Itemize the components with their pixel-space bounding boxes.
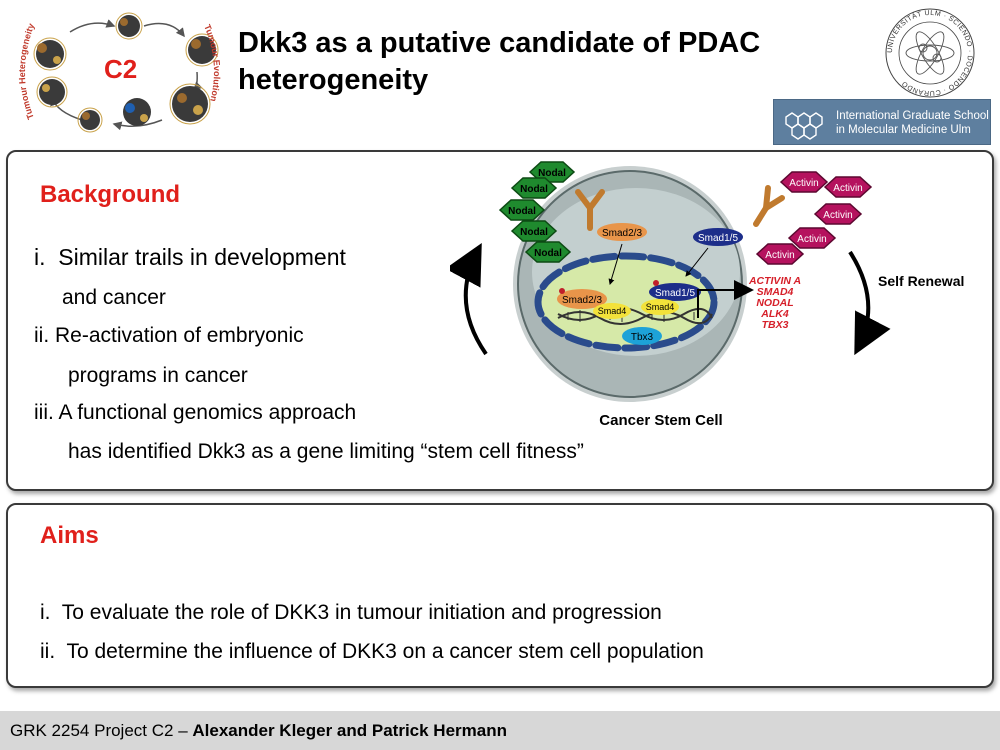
aims-panel: [6, 503, 994, 688]
background-heading: Background: [40, 181, 181, 208]
svg-text:Tumour Heterogeneity: Tumour Heterogeneity: [17, 22, 36, 121]
footer-authors: Alexander Kleger and Patrick Hermann: [192, 721, 507, 740]
cell-caption: Cancer Stem Cell: [599, 412, 722, 429]
background-item-i-cont: and cancer: [62, 286, 166, 309]
smad4-left-label: Smad4: [598, 306, 627, 316]
slide-title-line2: heterogeneity: [238, 64, 429, 96]
nodal-label: Nodal: [520, 227, 548, 238]
project-c2-logo: C2 Tumour Heterogeneity Tumour Evolution: [12, 8, 227, 136]
aims-item: i. To evaluate the role of DKK3 in tumou…: [40, 598, 662, 628]
nodal-ligands: Nodal Nodal Nodal Nodal Nodal: [498, 161, 576, 263]
aims-item: ii. To determine the influence of DKK3 o…: [40, 637, 704, 667]
aims-item-prefix: i.: [40, 601, 51, 624]
target-gene: SMAD4: [757, 286, 794, 298]
background-item-i-prefix: i.: [34, 244, 46, 270]
activin-label: Activin: [765, 250, 794, 261]
aims-heading: Aims: [40, 522, 99, 549]
activin-ligands: Activin Activin Activin Activin Activin: [755, 171, 873, 265]
smad15-nucleus-label: Smad1/5: [655, 288, 695, 299]
activin-label: Activin: [797, 234, 826, 245]
target-gene-list: ACTIVIN A SMAD4 NODAL ALK4 TBX3: [748, 275, 801, 331]
target-gene: TBX3: [762, 319, 789, 331]
activin-label: Activin: [833, 183, 862, 194]
cycle-arrow-right-icon: [848, 250, 891, 356]
slide-title: Dkk3 as a putative candidate of PDAC het…: [238, 25, 858, 99]
smad4-right-label: Smad4: [646, 302, 675, 312]
aims-item-text: To determine the influence of DKK3 on a …: [66, 640, 704, 663]
activin-label: Activin: [823, 210, 852, 221]
background-item-iii-cont: has identified Dkk3 as a gene limiting “…: [68, 440, 584, 463]
footer-text: GRK 2254 Project C2 – Alexander Kleger a…: [10, 721, 507, 741]
background-item-iii: iii. A functional genomics approach: [34, 401, 357, 424]
nodal-label: Nodal: [508, 206, 536, 217]
receptor-right-icon: [753, 185, 785, 227]
target-gene: ACTIVIN A: [748, 275, 801, 287]
background-item-ii: ii. Re-activation of embryonic: [34, 324, 304, 347]
nodal-label: Nodal: [520, 184, 548, 195]
graduate-school-line2: in Molecular Medicine Ulm: [836, 124, 971, 136]
background-item-ii-cont: programs in cancer: [68, 364, 248, 387]
cycle-arrow-left-icon: [445, 242, 488, 356]
activin-label: Activin: [789, 178, 818, 189]
target-gene: NODAL: [756, 297, 793, 309]
smad23-nucleus-label: Smad2/3: [562, 295, 602, 306]
logo-c2-code: C2: [104, 54, 137, 84]
aims-item-text: To evaluate the role of DKK3 in tumour i…: [61, 601, 662, 624]
graduate-school-logo: International Graduate School in Molecul…: [773, 99, 991, 145]
cancer-stem-cell-diagram: Nodal Nodal Nodal Nodal Nodal Activin Ac…: [445, 152, 990, 437]
slide-title-line1: Dkk3 as a putative candidate of PDAC: [238, 27, 761, 59]
background-item-i-text: Similar trails in development: [58, 244, 346, 270]
self-renewal-label: Self Renewal: [878, 273, 964, 289]
smad15-cytoplasm-label: Smad1/5: [698, 233, 738, 244]
target-gene: ALK4: [760, 308, 789, 320]
smad23-cytoplasm-label: Smad2/3: [602, 228, 642, 239]
footer-prefix: GRK 2254 Project C2 –: [10, 721, 193, 740]
university-seal: UNIVERSITÄT ULM · SCIENDO · DOCENDO · CU…: [880, 8, 980, 98]
seal-atom-icon: [905, 31, 955, 75]
footer-bar: GRK 2254 Project C2 – Alexander Kleger a…: [0, 711, 1000, 750]
background-item-i: i. Similar trails in development: [34, 242, 346, 272]
nodal-label: Nodal: [538, 168, 566, 179]
aims-item-prefix: ii.: [40, 640, 56, 663]
hexagon-molecule-icon: [785, 112, 823, 140]
logo-left-arc-label: Tumour Heterogeneity: [17, 22, 36, 121]
receptor-left-icon: [575, 189, 605, 231]
nodal-label: Nodal: [534, 248, 562, 259]
tbx3-label: Tbx3: [631, 332, 654, 343]
graduate-school-line1: International Graduate School: [836, 110, 989, 122]
